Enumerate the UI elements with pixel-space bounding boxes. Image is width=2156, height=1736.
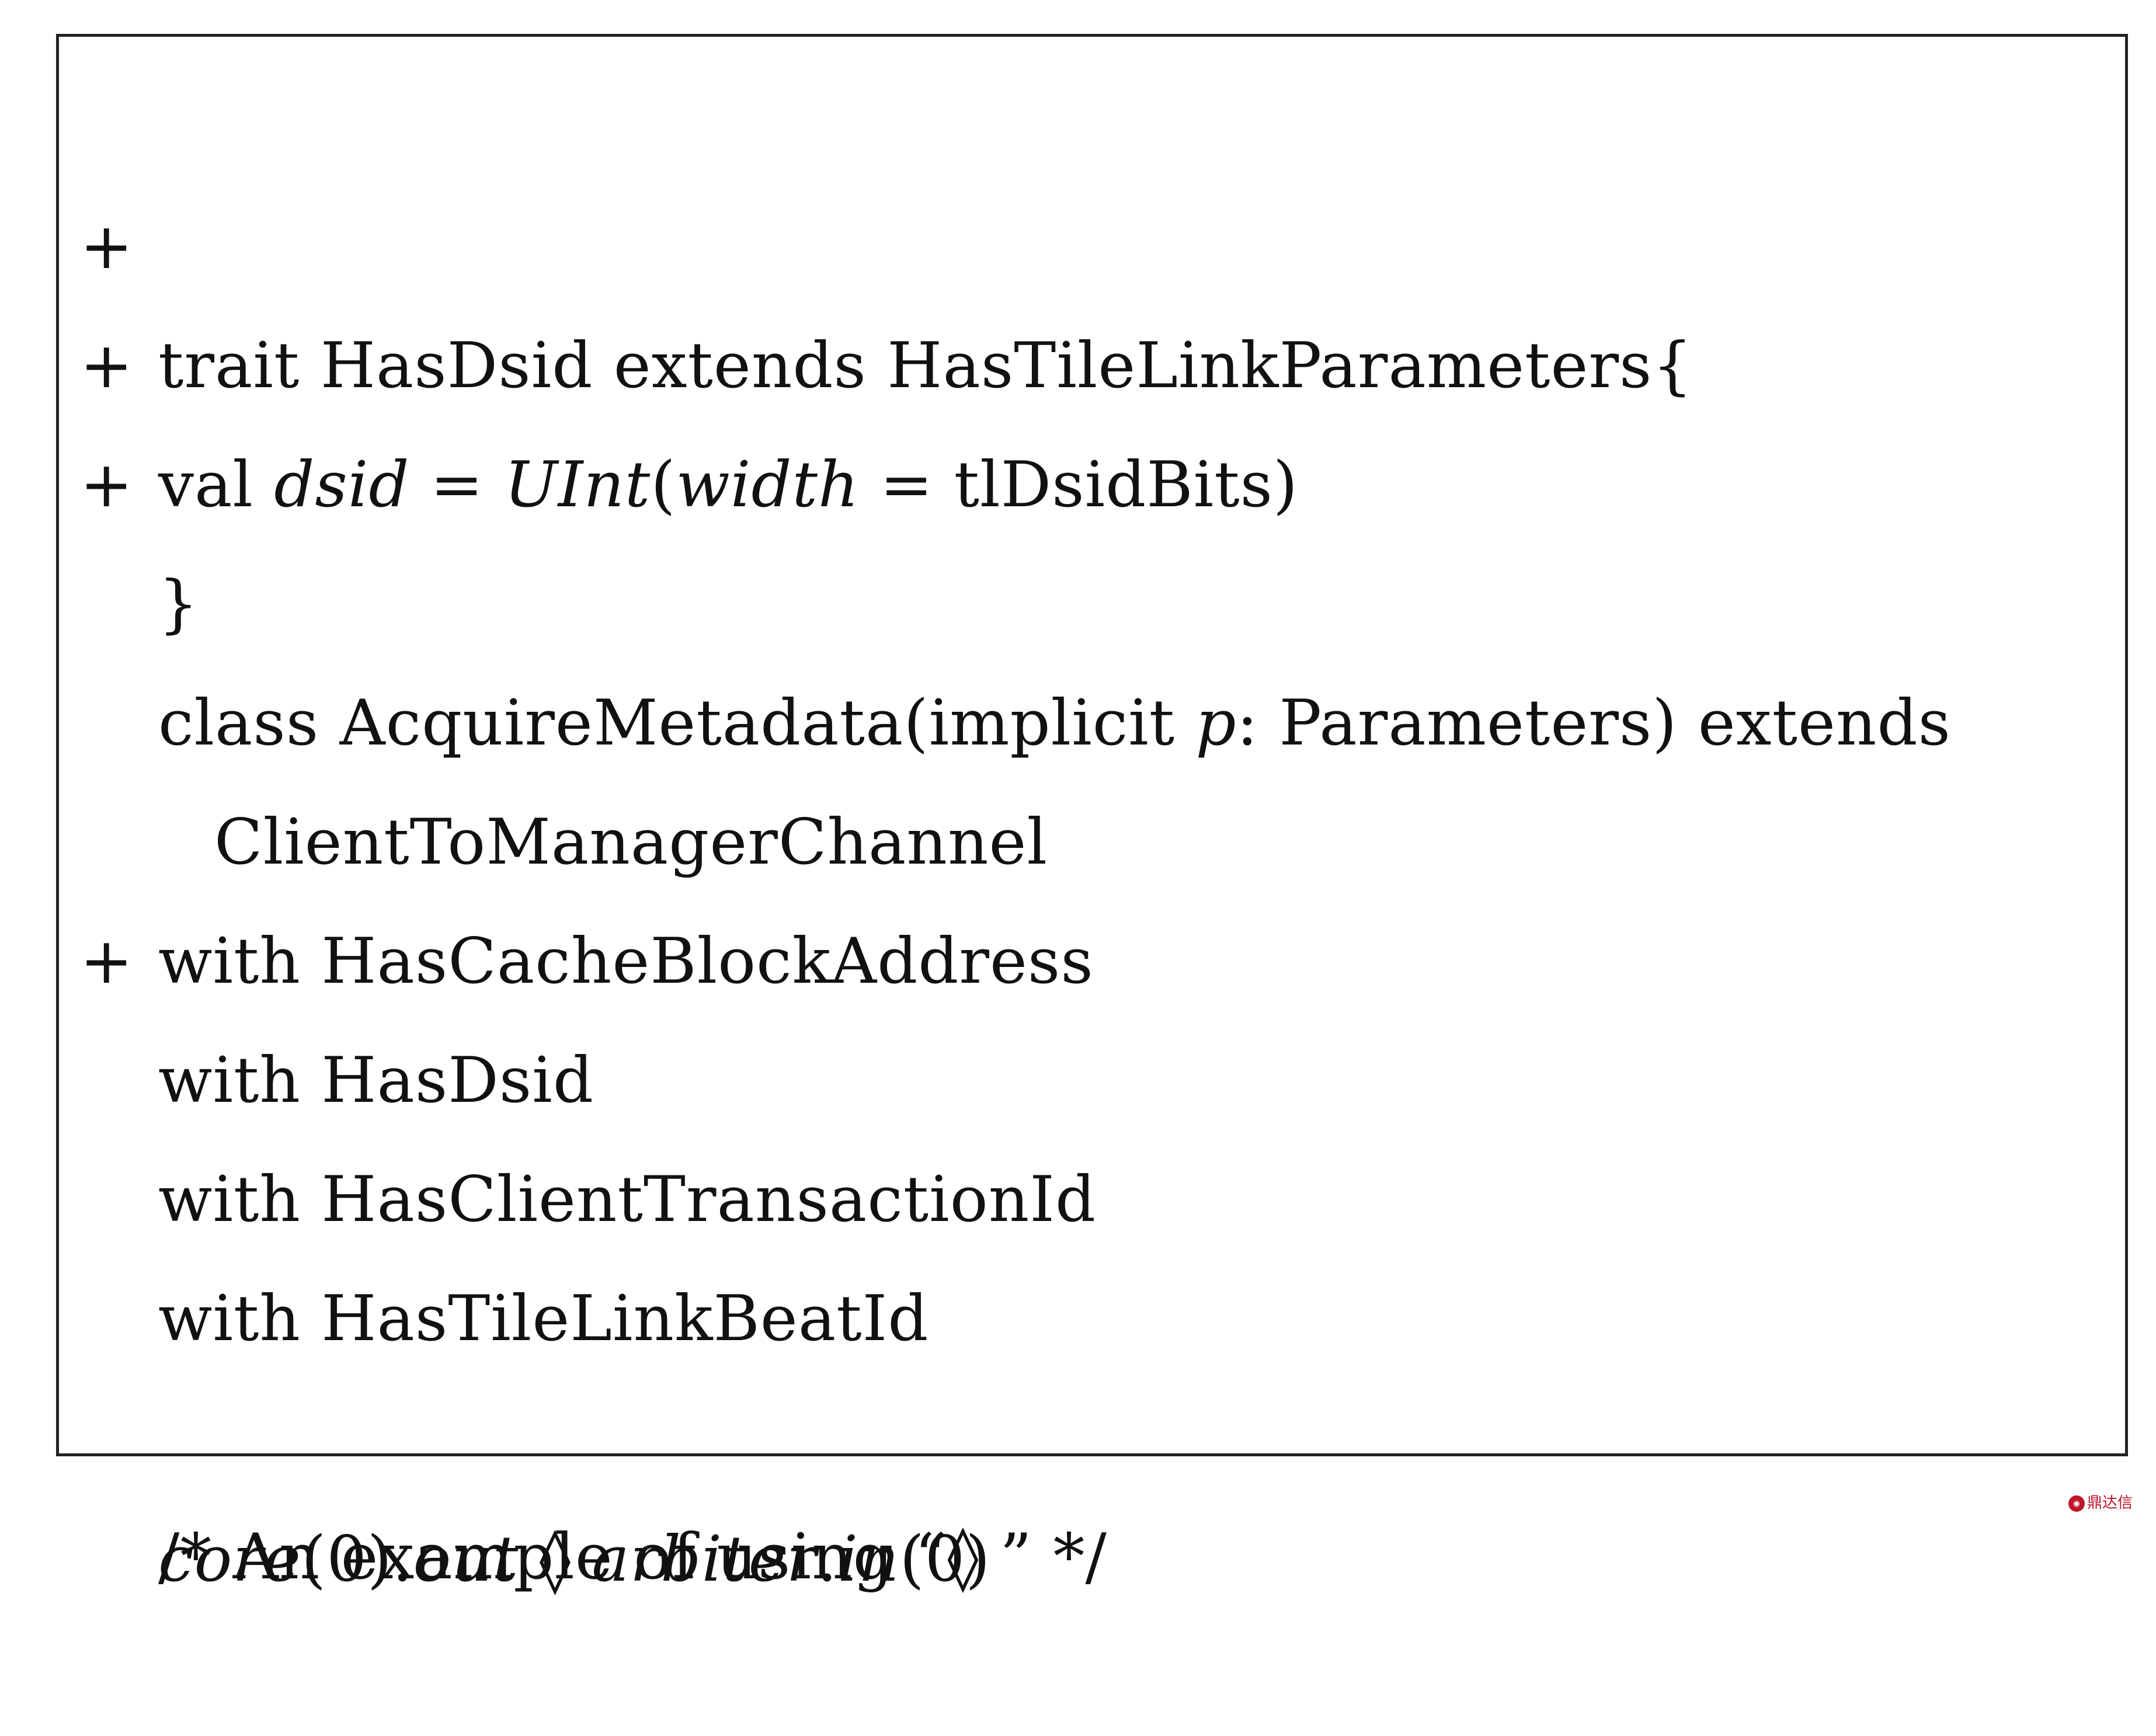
- code-segment-italic: p: [1195, 687, 1237, 760]
- added-line-marker: +: [80, 925, 134, 998]
- code-segment-italic: dsid: [274, 448, 410, 521]
- code-segment: = tlDsidBits): [859, 448, 1299, 521]
- watermark-text: 鼎达信: [2087, 1494, 2133, 1512]
- code-line-5: ClientToManagerChannel: [59, 545, 2125, 879]
- code-line-10-blank: [59, 1140, 2125, 1260]
- code-line-3: + }: [59, 307, 2125, 641]
- code-segment: trait HasDsid extends HasTileLinkParamet…: [158, 329, 1693, 402]
- added-line-marker: +: [80, 329, 134, 402]
- code-segment-italic: width: [676, 448, 860, 521]
- code-segment: .: [817, 1523, 838, 1596]
- code-text: val dsid = UInt(width = tlDsidBits): [158, 426, 1298, 545]
- code-line-7: + with HasDsid: [59, 783, 2125, 1117]
- code-segment: with HasDsid: [158, 1044, 594, 1117]
- code-segment: : Parameters) extends: [1236, 687, 1951, 760]
- code-segment-italic: arbiter: [592, 1523, 818, 1596]
- code-text: with HasTileLinkBeatId: [158, 1260, 929, 1379]
- code-segment: with HasClientTransactionId: [158, 1163, 1097, 1236]
- code-segment: with HasCacheBlockAddress: [158, 925, 1094, 998]
- code-line-9: with HasTileLinkBeatId: [59, 1021, 2125, 1355]
- code-text: core(0).out ◊ arbiter.in(0): [158, 1523, 990, 1596]
- code-text: with HasDsid: [158, 1021, 594, 1140]
- code-line-11-comment: /* An example of using “◊ ” */: [59, 1260, 2125, 1594]
- added-line-marker: +: [80, 448, 134, 521]
- code-segment: (0): [899, 1523, 991, 1596]
- code-segment-italic: in: [837, 1523, 900, 1596]
- code-line-1: + trait HasDsid extends HasTileLinkParam…: [59, 68, 2125, 402]
- added-line-marker: +: [80, 210, 134, 283]
- code-segment: ◊: [519, 1523, 592, 1596]
- watermark-logo: ◉鼎达信: [2068, 1491, 2133, 1512]
- code-segment-italic: out: [413, 1523, 519, 1596]
- code-text: with HasCacheBlockAddress: [158, 902, 1094, 1021]
- code-segment: with HasTileLinkBeatId: [158, 1282, 929, 1355]
- code-segment: class AcquireMetadata(implicit: [158, 687, 1196, 760]
- code-text-continuation: ClientToManagerChannel: [214, 783, 1048, 902]
- code-text: with HasClientTransactionId: [158, 1140, 1096, 1260]
- code-line-2: + val dsid = UInt(width = tlDsidBits): [59, 187, 2125, 521]
- code-listing-frame: + trait HasDsid extends HasTileLinkParam…: [56, 34, 2128, 1596]
- code-segment: (: [651, 448, 676, 521]
- code-segment: }: [158, 568, 199, 641]
- code-segment: (0).: [301, 1523, 413, 1596]
- code-text: }: [158, 545, 199, 664]
- code-segment: =: [409, 448, 505, 521]
- code-segment-italic: core: [158, 1523, 302, 1596]
- code-segment-italic: UInt: [504, 448, 651, 521]
- code-text: class AcquireMetadata(implicit p: Parame…: [158, 664, 1951, 783]
- code-line-6: with HasCacheBlockAddress: [59, 664, 2125, 998]
- code-line-4: class AcquireMetadata(implicit p: Parame…: [59, 426, 2125, 760]
- code-segment: val: [158, 448, 274, 521]
- code-line-8: with HasClientTransactionId: [59, 902, 2125, 1236]
- code-segment: ClientToManagerChannel: [214, 806, 1048, 879]
- code-line-12: core(0).out ◊ arbiter.in(0): [59, 1379, 2125, 1596]
- code-text: trait HasDsid extends HasTileLinkParamet…: [158, 307, 1693, 426]
- brand-seal-icon: ◉: [2068, 1495, 2085, 1512]
